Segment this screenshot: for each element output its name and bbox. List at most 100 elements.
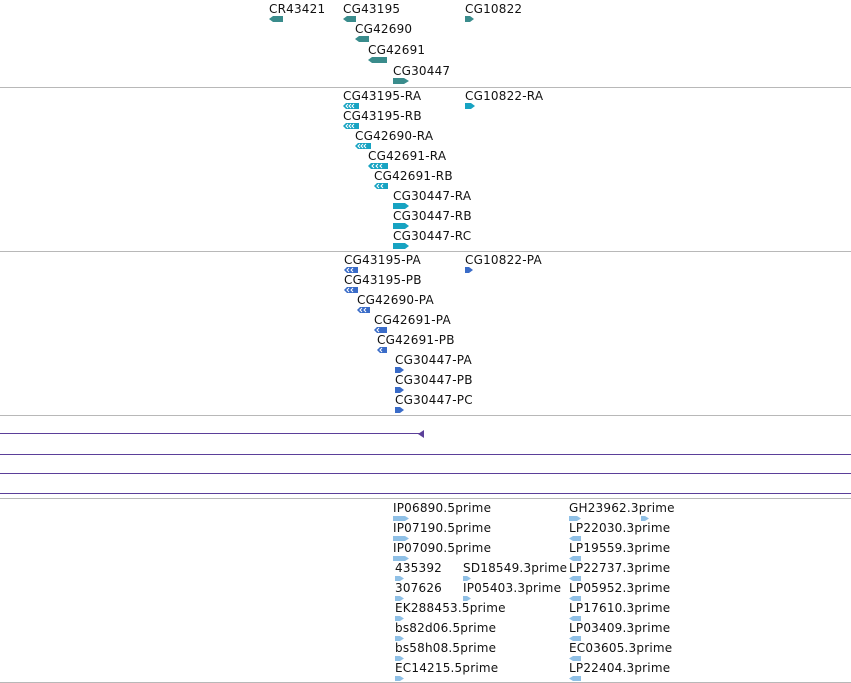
forward-arrow-icon: [393, 536, 409, 541]
track-separator: [0, 251, 851, 252]
forward-arrow-icon: [395, 407, 404, 413]
track-separator: [0, 415, 851, 416]
feature-label: CG42691-PB: [377, 333, 455, 347]
feature-label: CG10822-RA: [465, 89, 544, 103]
reverse-arrow-icon: [344, 287, 358, 293]
feature-label: GH23962.3prime: [569, 501, 675, 515]
gene-track: CR43421 CG43195 CG10822 CG42690 CG42691 …: [0, 0, 851, 87]
span-track: [0, 416, 851, 498]
span-line[interactable]: [0, 454, 851, 455]
forward-arrow-icon: [395, 367, 404, 373]
forward-arrow-icon: [465, 267, 473, 273]
feature-label: IP06890.5prime: [393, 501, 492, 515]
forward-arrow-icon: [463, 596, 471, 601]
forward-arrow-icon: [395, 616, 404, 621]
reverse-arrow-icon: [377, 347, 387, 353]
feature-label: CG30447-PC: [395, 393, 473, 407]
feature-label: CG42690-PA: [357, 293, 434, 307]
feature-label: CG30447: [393, 64, 451, 78]
feature-label: CG42690-RA: [355, 129, 434, 143]
forward-arrow-icon: [395, 596, 404, 601]
forward-arrow-icon: [465, 103, 475, 109]
forward-arrow-icon: [393, 556, 409, 561]
forward-arrow-icon: [569, 516, 581, 521]
span-line[interactable]: [0, 473, 851, 474]
feature-label: CG43195-PB: [344, 273, 422, 287]
forward-arrow-icon: [641, 516, 649, 521]
feature-label: CG30447-RB: [393, 209, 472, 223]
forward-arrow-icon: [393, 78, 409, 84]
feature-label: CG10822: [465, 2, 523, 16]
est-track: IP06890.5prime GH23962.3prime IP07190.5p…: [0, 499, 851, 682]
forward-arrow-icon: [395, 656, 404, 661]
feature-label: 307626: [395, 581, 443, 595]
feature-label: LP22404.3prime: [569, 661, 671, 675]
protein-track: CG43195-PA CG10822-PA CG43195-PB CG42690…: [0, 252, 851, 415]
feature-label: bs58h08.5prime: [395, 641, 497, 655]
transcript-track: CG43195-RA CG10822-RA CG43195-RB CG42690…: [0, 88, 851, 251]
reverse-arrow-icon: [569, 536, 581, 541]
feature-label: EK288453.5prime: [395, 601, 506, 615]
feature-label: LP17610.3prime: [569, 601, 671, 615]
span-line[interactable]: [0, 493, 851, 494]
reverse-arrow-icon: [569, 636, 581, 641]
reverse-arrow-icon: [374, 183, 388, 189]
track-separator: [0, 87, 851, 88]
forward-arrow-icon: [395, 576, 404, 581]
feature-label: CG42691-PA: [374, 313, 451, 327]
feature-label: CG10822-PA: [465, 253, 542, 267]
reverse-arrow-icon: [569, 556, 581, 561]
feature-label: CG30447-PB: [395, 373, 473, 387]
feature-label: LP05952.3prime: [569, 581, 671, 595]
reverse-arrow-icon: [569, 676, 581, 681]
feature-label: LP03409.3prime: [569, 621, 671, 635]
feature-label: CG43195-PA: [344, 253, 421, 267]
feature-label: IP07090.5prime: [393, 541, 492, 555]
feature-label: CG42691-RA: [368, 149, 447, 163]
track-separator: [0, 498, 851, 499]
feature-label: CG43195-RA: [343, 89, 422, 103]
forward-arrow-icon: [395, 636, 404, 641]
forward-arrow-icon: [393, 516, 409, 521]
feature-label: bs82d06.5prime: [395, 621, 497, 635]
feature-label: IP07190.5prime: [393, 521, 492, 535]
reverse-arrow-icon: [269, 16, 283, 22]
forward-arrow-icon: [393, 203, 409, 209]
reverse-arrow-icon: [569, 616, 581, 621]
forward-arrow-icon: [395, 387, 404, 393]
forward-arrow-icon: [393, 223, 409, 229]
reverse-arrow-icon: [343, 16, 356, 22]
reverse-arrow-icon: [368, 57, 387, 63]
reverse-arrow-icon: [418, 430, 424, 438]
feature-label: LP19559.3prime: [569, 541, 671, 555]
forward-arrow-icon: [393, 243, 409, 249]
feature-label: CG42691-RB: [374, 169, 453, 183]
feature-label: CG30447-RC: [393, 229, 472, 243]
feature-label: CG42691: [368, 43, 426, 57]
feature-label: LP22030.3prime: [569, 521, 671, 535]
reverse-arrow-icon: [569, 656, 581, 661]
feature-label: CR43421: [269, 2, 326, 16]
feature-label: CG30447-PA: [395, 353, 472, 367]
reverse-arrow-icon: [368, 163, 388, 169]
forward-arrow-icon: [463, 576, 471, 581]
feature-label: 435392: [395, 561, 443, 575]
feature-label: CG30447-RA: [393, 189, 472, 203]
reverse-arrow-icon: [343, 123, 359, 129]
feature-label: EC14215.5prime: [395, 661, 499, 675]
feature-label: IP05403.3prime: [463, 581, 562, 595]
reverse-arrow-icon: [344, 267, 358, 273]
feature-label: EC03605.3prime: [569, 641, 673, 655]
reverse-arrow-icon: [355, 143, 371, 149]
feature-label: CG43195-RB: [343, 109, 422, 123]
feature-label: LP22737.3prime: [569, 561, 671, 575]
reverse-arrow-icon: [355, 36, 369, 42]
feature-label: CG43195: [343, 2, 401, 16]
feature-label: CG42690: [355, 22, 413, 36]
reverse-arrow-icon: [374, 327, 387, 333]
forward-arrow-icon: [465, 16, 474, 22]
reverse-arrow-icon: [569, 596, 581, 601]
span-line[interactable]: [0, 433, 422, 434]
forward-arrow-icon: [395, 676, 404, 681]
reverse-arrow-icon: [569, 576, 581, 581]
